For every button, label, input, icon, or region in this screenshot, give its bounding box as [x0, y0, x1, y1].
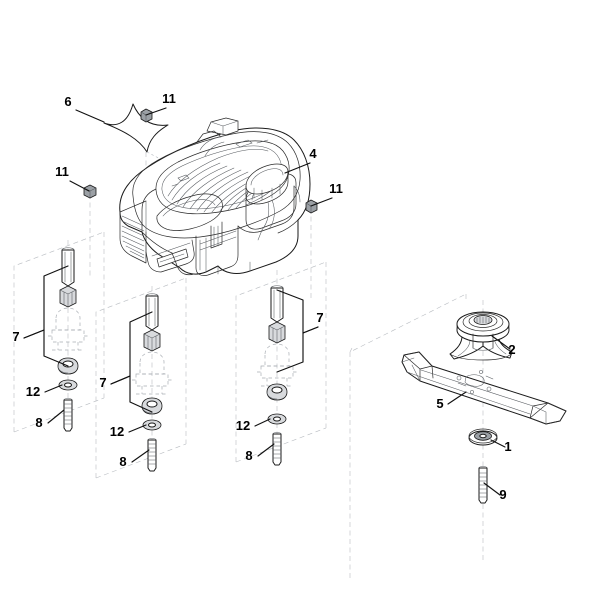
callout-label: 8 — [35, 415, 42, 430]
callout-bolt-left: 8 — [35, 409, 65, 430]
leader-line — [145, 107, 167, 116]
part-6-gasket-plate — [103, 103, 169, 164]
callout-label: 8 — [119, 454, 126, 469]
part-5-cutting-blade — [401, 351, 567, 425]
leader-line — [310, 197, 333, 207]
callout-label: 4 — [309, 146, 317, 161]
callout-hex-nut-top-left: 11 — [145, 91, 176, 116]
leader-line — [490, 439, 506, 448]
bracket-mount-left — [23, 265, 69, 367]
assembly-mount-right — [257, 270, 297, 466]
leader-line — [128, 424, 147, 433]
callout-blade-washer: 1 — [490, 439, 512, 454]
part-4-engine-assembly — [119, 117, 311, 276]
callout-washer-mid: 12 — [110, 424, 147, 439]
callout-label: 12 — [110, 424, 124, 439]
leader-line — [69, 180, 90, 192]
callout-label: 6 — [64, 94, 71, 109]
callout-bolt-mid: 8 — [119, 449, 150, 469]
callout-label: 5 — [436, 396, 443, 411]
callout-label: 11 — [329, 181, 343, 196]
bracket-mount-mid — [110, 311, 153, 413]
callout-washer-right: 12 — [236, 418, 271, 433]
callout-label: 8 — [245, 448, 252, 463]
callout-hex-nut-right: 11 — [310, 181, 343, 207]
callout-blade-bolt: 9 — [483, 482, 507, 502]
assembly-mount-mid — [132, 286, 172, 472]
callout-cutting-blade: 5 — [436, 391, 467, 411]
callout-label: 11 — [162, 91, 176, 106]
leader-line — [284, 162, 311, 174]
leader-line — [75, 109, 105, 123]
callout-label: 11 — [55, 164, 69, 179]
leader-line — [44, 384, 63, 393]
callout-layer: 6 11 4 11 11 7 12 8 7 12 8 7 12 8 2 5 1 9 — [12, 91, 515, 502]
callout-bolt-right: 8 — [245, 443, 275, 463]
callout-label: 12 — [236, 418, 250, 433]
callout-label: 7 — [12, 329, 19, 344]
part-1-blade-washer — [468, 428, 498, 446]
assembly-mount-left — [48, 240, 88, 432]
callout-label: 9 — [499, 487, 506, 502]
callout-label: 2 — [508, 342, 515, 357]
part-9-blade-bolt — [478, 466, 488, 504]
callout-washer-left: 12 — [26, 384, 63, 399]
part-11-hex-nut-left — [83, 184, 97, 199]
leader-line — [131, 449, 150, 463]
callout-label: 1 — [504, 439, 511, 454]
leader-line — [47, 409, 65, 424]
callout-label: 7 — [99, 375, 106, 390]
callout-hex-nut-left: 11 — [55, 164, 90, 192]
callout-engine-assembly: 4 — [284, 146, 317, 174]
callout-engine-mount-right: 7 — [302, 310, 324, 334]
part-11-hex-nut-top — [140, 108, 153, 123]
bracket-mount-right — [276, 289, 319, 373]
leader-line — [483, 482, 501, 496]
callout-pulley-fan: 2 — [491, 335, 516, 357]
callout-gasket-plate: 6 — [64, 94, 105, 123]
leader-line — [491, 335, 511, 350]
callout-label: 12 — [26, 384, 40, 399]
leader-line — [257, 443, 275, 457]
leader-line — [254, 418, 271, 427]
part-11-hex-nut-right — [305, 199, 318, 214]
callout-label: 7 — [316, 310, 323, 325]
leader-line — [447, 391, 467, 405]
part-2-pulley-fan — [449, 311, 513, 361]
